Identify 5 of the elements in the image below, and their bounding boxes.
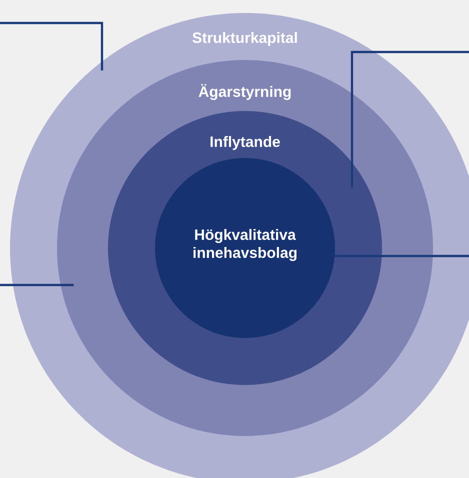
leader-line bbox=[350, 50, 469, 188]
leader-line bbox=[0, 22, 104, 70]
ring: Högkvalitativa innehavsbolag bbox=[155, 158, 335, 338]
leader-line bbox=[0, 284, 74, 286]
leader-line bbox=[334, 254, 469, 258]
